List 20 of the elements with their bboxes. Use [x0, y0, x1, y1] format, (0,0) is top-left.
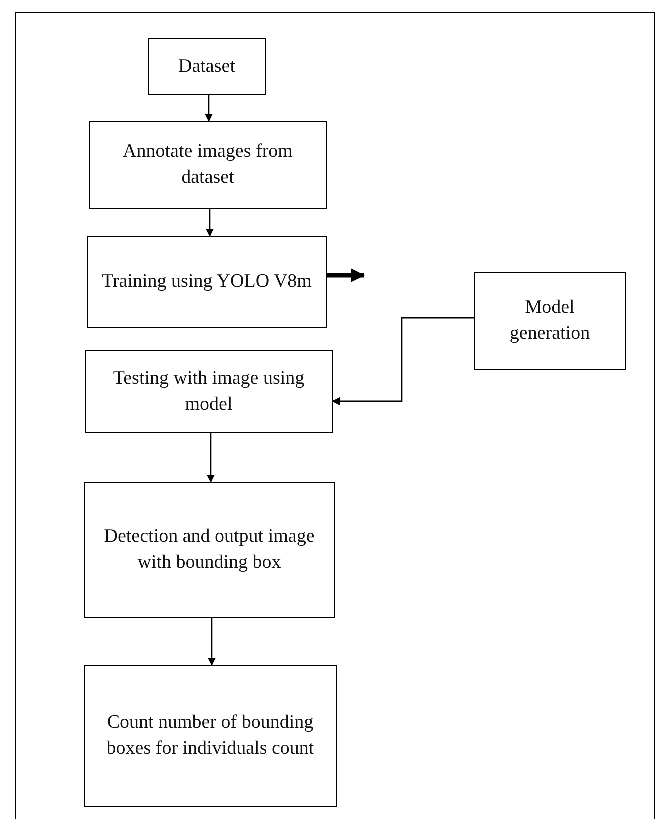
box-label: Detection and output image with bounding box: [103, 525, 316, 575]
process-box: [84, 482, 335, 618]
process-box: [89, 121, 327, 209]
arrow: [208, 618, 216, 666]
arrow: [332, 317, 474, 406]
arrow: [327, 268, 365, 283]
process-box: [85, 350, 333, 433]
process-box: [87, 236, 327, 328]
arrow: [206, 209, 214, 237]
process-box: [148, 38, 266, 95]
box-label: Annotate images from dataset: [122, 140, 294, 190]
box-label: Count number of bounding boxes for individuals count: [106, 711, 316, 761]
box-label: Model generation: [508, 296, 592, 346]
box-label: Testing with image using model: [112, 366, 306, 416]
box-label: Training using YOLO V8m: [102, 270, 312, 294]
process-box: [474, 272, 626, 370]
arrow: [207, 433, 215, 483]
process-box: [84, 665, 337, 807]
box-label: Dataset: [178, 54, 236, 79]
arrow: [205, 95, 213, 122]
